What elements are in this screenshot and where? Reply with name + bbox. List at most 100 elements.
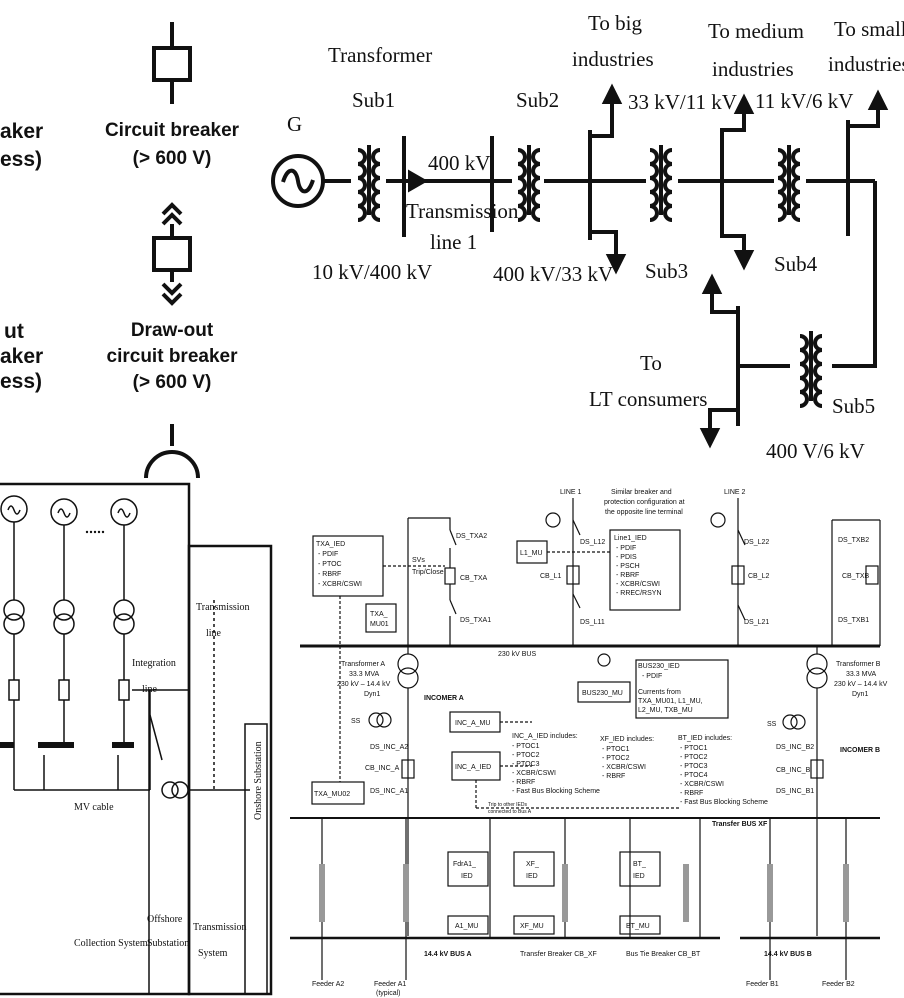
xf-mu-label: XF_MU bbox=[520, 923, 544, 930]
onshore-substation-label: Onshore Substation bbox=[253, 741, 264, 820]
bus230-ied-box bbox=[635, 659, 729, 719]
bus230-ied-func: - PDIF bbox=[642, 673, 662, 680]
transformer-a-label: 33.3 MVA bbox=[349, 671, 380, 678]
l1-mu-label: L1_MU bbox=[520, 550, 543, 557]
transformer-b-label: 33.3 MVA bbox=[846, 671, 877, 678]
transformer-sub1-icon bbox=[357, 145, 381, 222]
line1-ied-func: - XCBR/CSWI bbox=[616, 581, 660, 588]
bus-a-label: 14.4 kV BUS A bbox=[424, 951, 472, 958]
txa-mu01-box bbox=[365, 603, 397, 633]
currents-note: Currents from bbox=[638, 689, 681, 696]
incomer-a-label: INCOMER A bbox=[424, 695, 464, 702]
xf-ied-label: IED bbox=[526, 873, 538, 880]
switch-label: DS_TXB1 bbox=[838, 617, 869, 624]
transformer-a-label: Dyn1 bbox=[364, 691, 380, 698]
a1-mu-box bbox=[447, 915, 489, 935]
circuit-breaker-icon bbox=[152, 22, 192, 104]
line1-label: LINE 1 bbox=[560, 489, 582, 496]
inc-a-func: - PTOC1 bbox=[512, 743, 540, 750]
line1-ied-func: - RREC/RSYN bbox=[616, 590, 662, 597]
txa-ied-func: - PDIF bbox=[318, 551, 338, 558]
switch-label: DS_L21 bbox=[744, 619, 769, 626]
txa-ied-label: TXA_IED bbox=[316, 541, 345, 548]
transformer-a-label: 230 kV – 14.4 kV bbox=[337, 681, 391, 688]
xf-func: - PTOC2 bbox=[602, 755, 630, 762]
inc-a-func: - Fast Bus Blocking Scheme bbox=[512, 788, 600, 795]
big-industries-label: industries bbox=[572, 47, 654, 71]
mv-cable-label: MV cable bbox=[74, 802, 114, 813]
wind-farm-diagram: Transmission line Integration line MV ca… bbox=[0, 482, 273, 996]
lt-consumers-label: LT consumers bbox=[589, 387, 707, 411]
line1-ied-func: - PDIS bbox=[616, 554, 637, 561]
inc-a-func: - RBRF bbox=[512, 779, 535, 786]
collection-system-label: Collection System bbox=[74, 938, 148, 949]
switch-label: CB_L2 bbox=[748, 573, 770, 580]
partial-label: aker bbox=[0, 345, 43, 368]
offshore-substation-label: Substation bbox=[147, 938, 189, 949]
big-industries-label: To big bbox=[588, 11, 642, 35]
sv-label: SVs bbox=[412, 557, 425, 564]
tx5-ratio: 400 V/6 kV bbox=[766, 439, 865, 463]
transfer-bus-label: Transfer BUS XF bbox=[712, 821, 768, 828]
xf-includes-label: XF_IED includes: bbox=[600, 736, 654, 743]
generator-label: G bbox=[287, 112, 302, 136]
tx2-ratio: 400 kV/33 kV bbox=[493, 262, 613, 286]
inc-a-includes-label: INC_A_IED includes: bbox=[512, 733, 578, 740]
sub2-label: Sub2 bbox=[516, 88, 559, 112]
bt-ied-label: BT_ bbox=[633, 861, 646, 868]
trip-note: connected to Bus A bbox=[488, 809, 532, 815]
transformer-sub5-icon bbox=[799, 331, 823, 408]
transformer-sub2-icon bbox=[517, 145, 541, 222]
xf-func: - XCBR/CSWI bbox=[602, 764, 646, 771]
switch-label: CB_INC_A bbox=[365, 765, 400, 772]
transformer-sub4-icon bbox=[777, 145, 801, 222]
integration-line-label: line bbox=[142, 684, 158, 695]
line1-ied-label: Line1_IED bbox=[614, 535, 647, 542]
bt-func: - Fast Bus Blocking Scheme bbox=[680, 799, 768, 806]
bt-mu-box bbox=[619, 915, 661, 935]
dob-label: circuit breaker bbox=[107, 346, 239, 367]
bus230-label: 230 kV BUS bbox=[498, 651, 536, 658]
bt-ied-label: IED bbox=[633, 873, 645, 880]
line1-ied-func: - RBRF bbox=[616, 572, 639, 579]
cb-label: Circuit breaker bbox=[105, 120, 240, 141]
medium-industries-label: To medium bbox=[708, 19, 804, 43]
switch-label: CB_TXA bbox=[460, 575, 488, 582]
feeder-label: (typical) bbox=[376, 990, 401, 997]
breaker-symbols-panel: aker ess) ut aker ess) Circuit breaker (… bbox=[0, 22, 240, 479]
inc-a-func: - PTOC2 bbox=[512, 752, 540, 759]
bus230-mu-label: BUS230_MU bbox=[582, 690, 623, 697]
switch-label: DS_INC_A1 bbox=[370, 788, 408, 795]
small-industries-label: industries bbox=[828, 52, 904, 76]
bt-func: - XCBR/CSWI bbox=[680, 781, 724, 788]
tx1-ratio: 10 kV/400 kV bbox=[312, 260, 432, 284]
partial-label: ut bbox=[4, 320, 24, 343]
xf-mu-box bbox=[513, 915, 555, 935]
kv400-label: 400 kV bbox=[428, 151, 490, 175]
switch-label: CB_TXB bbox=[842, 573, 870, 580]
transmission-label: line 1 bbox=[430, 230, 477, 254]
fdra1-ied-label: IED bbox=[461, 873, 473, 880]
txa-ied-func: - PTOC bbox=[318, 561, 342, 568]
partial-label: ess) bbox=[0, 370, 42, 393]
bt-func: - PTOC4 bbox=[680, 772, 708, 779]
goose-label: Trip/Close bbox=[412, 569, 444, 576]
ss-label: SS bbox=[351, 718, 361, 725]
fdra1-ied-label: FdrA1_ bbox=[453, 861, 476, 868]
bt-func: - PTOC3 bbox=[680, 763, 708, 770]
dob-label: Draw-out bbox=[131, 320, 214, 341]
ss-label: SS bbox=[767, 721, 777, 728]
sub4-label: Sub4 bbox=[774, 252, 818, 276]
trip-note: Trip to other IEDs bbox=[488, 802, 527, 808]
transformer-sub3-icon bbox=[649, 145, 673, 222]
sub5-label: Sub5 bbox=[832, 394, 875, 418]
transmission-label: Transmission bbox=[406, 199, 519, 223]
switch-label: DS_L12 bbox=[580, 539, 605, 546]
partial-label: aker bbox=[0, 120, 43, 143]
lt-consumers-label: To bbox=[640, 351, 662, 375]
feeder-label: Feeder B1 bbox=[746, 981, 779, 988]
bus230-ied-label: BUS230_IED bbox=[638, 663, 680, 670]
a1-mu-label: A1_MU bbox=[455, 923, 478, 930]
power-system-diagram: G Transformer Sub1 Sub2 Sub3 Sub4 Sub5 4… bbox=[271, 11, 904, 463]
cb-label: (> 600 V) bbox=[133, 148, 212, 169]
